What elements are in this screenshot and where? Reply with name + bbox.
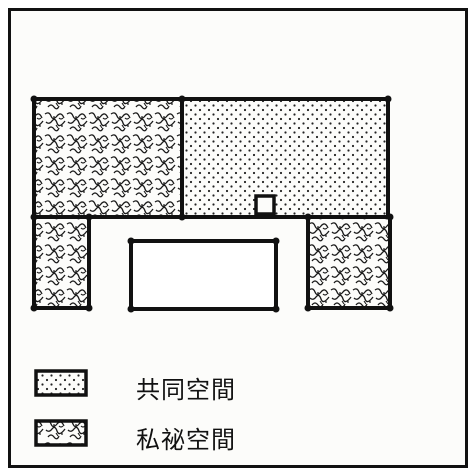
private-space-large xyxy=(32,97,184,219)
small-square xyxy=(254,194,276,216)
common-space-area xyxy=(180,97,390,219)
corner-markers xyxy=(30,95,394,313)
empty-room xyxy=(129,239,278,311)
legend-swatch-private xyxy=(34,419,88,447)
private-space-right xyxy=(306,215,392,310)
legend-swatch-common xyxy=(34,369,88,397)
legend-label-private: 私祕空間 xyxy=(136,426,236,454)
private-space-left xyxy=(32,215,91,310)
legend-label-common: 共同空間 xyxy=(136,376,236,404)
